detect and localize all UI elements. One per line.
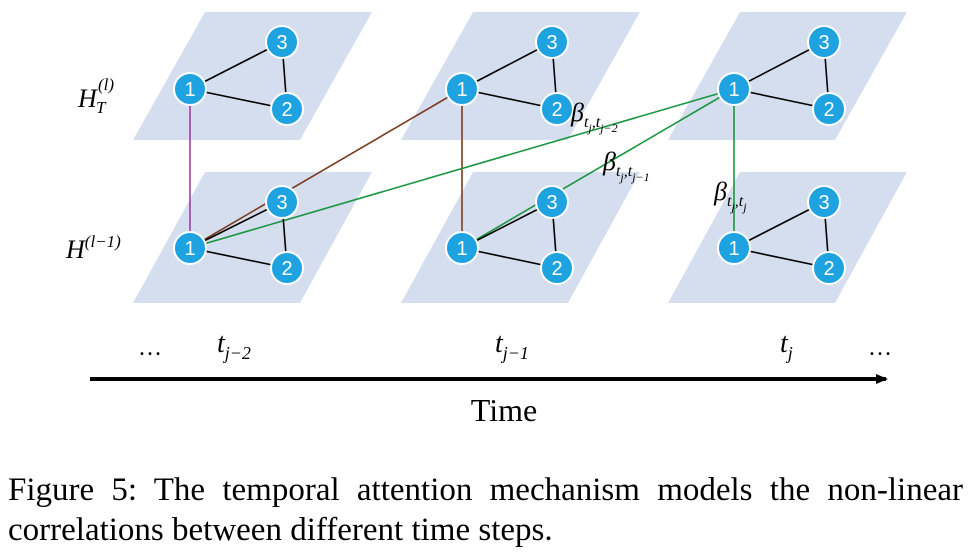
node-3: 3 xyxy=(807,185,841,219)
svg-text:3: 3 xyxy=(818,32,829,54)
svg-text:2: 2 xyxy=(823,258,834,280)
layer-label-top: H(l)T xyxy=(77,75,114,117)
figure-caption: Figure 5: The temporal attention mechani… xyxy=(8,472,963,548)
svg-text:3: 3 xyxy=(276,192,287,214)
node-3: 3 xyxy=(265,185,299,219)
node-2: 2 xyxy=(812,92,846,126)
node-1: 1 xyxy=(717,72,751,106)
attention-label-tj: βtj,tj xyxy=(713,177,747,214)
attention-links xyxy=(189,88,735,249)
svg-text:2: 2 xyxy=(281,99,292,121)
link-green-tj-to-tj-2 xyxy=(189,88,735,249)
node-2: 2 xyxy=(812,251,846,285)
svg-text:2: 2 xyxy=(823,99,834,121)
plane-top-tj-2 xyxy=(133,12,372,140)
svg-text:3: 3 xyxy=(818,192,829,214)
plane-top-tj-1 xyxy=(401,12,640,140)
plane-bottom-tj xyxy=(668,172,907,303)
node-2: 2 xyxy=(540,92,574,126)
node-1: 1 xyxy=(173,231,207,265)
link-green-tj-to-tj-1 xyxy=(461,88,735,249)
attention-label-tj-2: βtj,tj−2 xyxy=(570,98,618,135)
svg-text:2: 2 xyxy=(281,258,292,280)
node-3: 3 xyxy=(535,25,569,59)
node-2: 2 xyxy=(540,251,574,285)
svg-text:3: 3 xyxy=(546,32,557,54)
node-3: 3 xyxy=(535,185,569,219)
svg-text:2: 2 xyxy=(551,99,562,121)
plane-bottom-tj-2 xyxy=(133,172,372,303)
svg-text:1: 1 xyxy=(184,238,195,260)
time-axis-label: Time xyxy=(471,392,537,428)
svg-text:2: 2 xyxy=(551,258,562,280)
time-step-tj-2: tj−2 xyxy=(217,328,251,363)
plane-top-tj xyxy=(668,12,907,140)
svg-text:1: 1 xyxy=(456,238,467,260)
ellipsis-left: … xyxy=(138,335,162,361)
plane-bottom-tj-1 xyxy=(401,172,640,303)
svg-text:1: 1 xyxy=(456,79,467,101)
time-step-tj-1: tj−1 xyxy=(495,328,529,363)
time-step-tj: tj xyxy=(780,328,793,363)
node-2: 2 xyxy=(270,251,304,285)
node-3: 3 xyxy=(265,25,299,59)
svg-text:3: 3 xyxy=(276,32,287,54)
node-1: 1 xyxy=(445,231,479,265)
svg-text:1: 1 xyxy=(184,79,195,101)
ellipsis-right: … xyxy=(868,335,892,361)
attention-label-tj-1: βtj,tj−1 xyxy=(602,147,650,184)
node-1: 1 xyxy=(445,72,479,106)
link-brown-tj-1-to-tj-2 xyxy=(189,88,463,249)
planes xyxy=(133,12,907,303)
node-1: 1 xyxy=(173,72,207,106)
svg-text:1: 1 xyxy=(728,79,739,101)
graph-nodes: 1 3 2 1 3 2 1 3 2 1 3 2 1 3 2 1 3 2 xyxy=(173,25,846,285)
node-2: 2 xyxy=(270,92,304,126)
layer-label-bottom: H(l−1) xyxy=(65,232,121,264)
node-3: 3 xyxy=(807,25,841,59)
svg-text:1: 1 xyxy=(728,238,739,260)
temporal-attention-diagram: 1 3 2 1 3 2 1 3 2 1 3 2 1 3 2 1 3 2 H(l)… xyxy=(65,12,907,428)
node-1: 1 xyxy=(717,231,751,265)
svg-text:3: 3 xyxy=(546,192,557,214)
